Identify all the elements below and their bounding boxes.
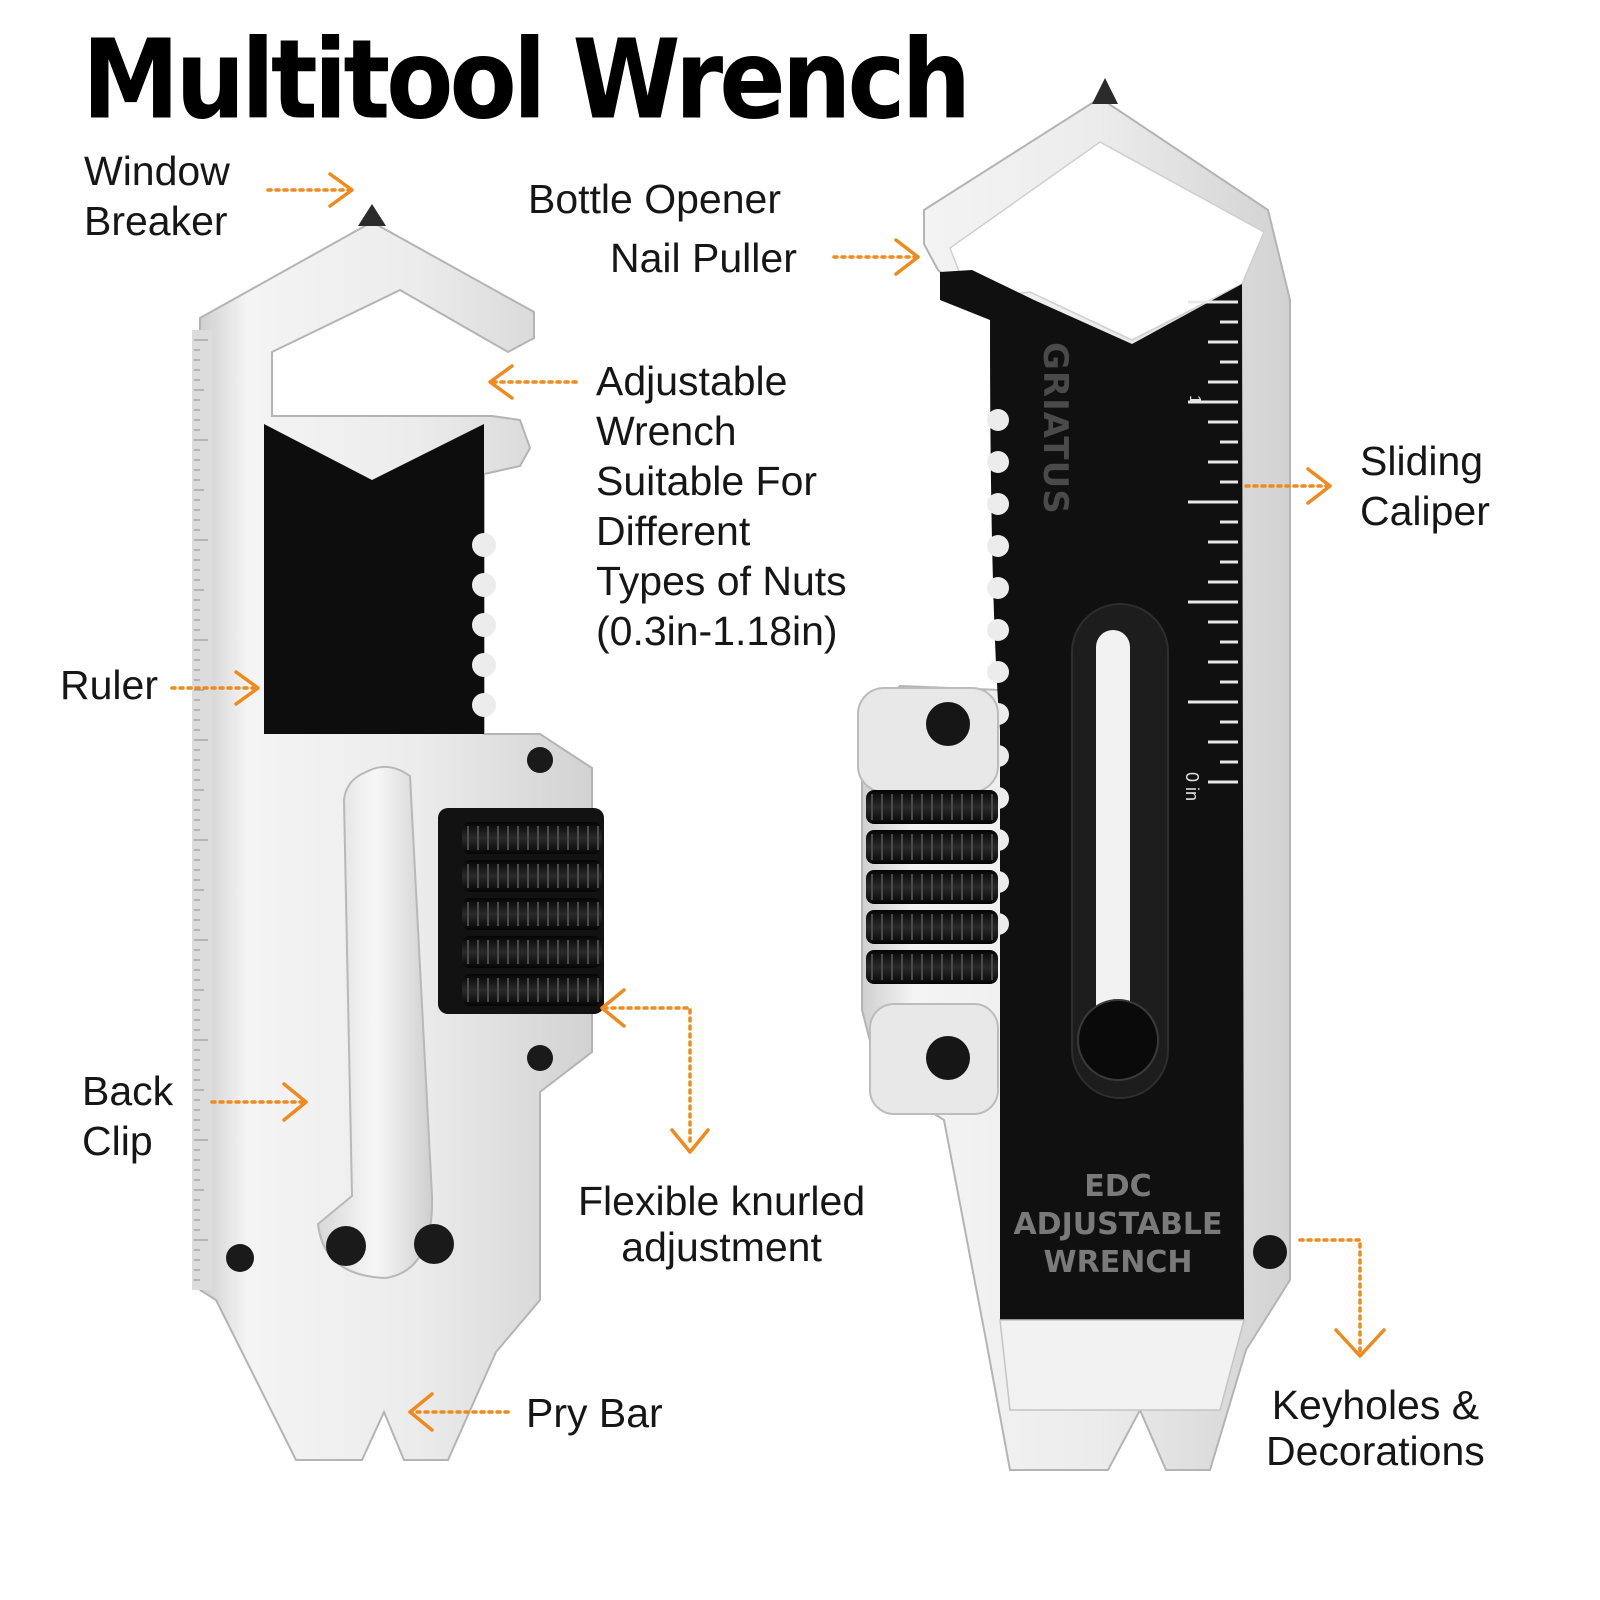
knurl-ring	[462, 936, 602, 968]
jaw-tooth	[472, 693, 496, 717]
housing-screw	[926, 702, 970, 746]
body-screw	[527, 1045, 553, 1071]
housing-screw	[926, 1036, 970, 1080]
right-knurl-housing	[857, 687, 999, 793]
arrow-nail-puller	[832, 238, 920, 276]
clip-screw	[326, 1226, 366, 1266]
right-window-breaker-tip	[1092, 78, 1118, 104]
jaw-tooth	[987, 493, 1009, 515]
right-ruler-ticks	[1188, 300, 1238, 784]
plate-engraving-line: WRENCH	[1044, 1245, 1193, 1280]
arrow-back-clip	[210, 1082, 308, 1122]
label-bottle-opener: Bottle Opener	[528, 176, 781, 222]
knurl-ring	[462, 898, 602, 930]
plate-engraving-line: ADJUSTABLE	[1013, 1207, 1222, 1242]
label-nail-puller: Nail Puller	[610, 235, 797, 281]
jaw-tooth	[987, 619, 1009, 641]
left-keyhole	[226, 1244, 254, 1272]
right-wrench-tool: 1 0 in GRIATUS EDC ADJUSTABLE WRENCH	[857, 78, 1291, 1471]
back-clip	[316, 765, 434, 1280]
jaw-tooth	[472, 533, 496, 557]
plate-engraving-line: EDC	[1084, 1169, 1151, 1204]
ruler-mark-zero: 0 in	[1182, 772, 1202, 801]
label-back-clip: Back Clip	[82, 1068, 174, 1164]
left-ruler-ticks	[194, 339, 208, 1281]
brand-engraving: GRIATUS	[1035, 342, 1075, 515]
arrow-ruler	[170, 670, 260, 706]
jaw-tooth	[987, 409, 1009, 431]
arrow-keyholes	[1298, 1238, 1386, 1358]
arrow-adjustable-wrench	[488, 364, 578, 400]
jaw-tooth	[472, 573, 496, 597]
label-window-breaker: Window Breaker	[84, 148, 230, 244]
jaw-tooth	[987, 535, 1009, 557]
arrow-knurled-adjustment	[600, 988, 710, 1154]
right-knurled-wheel	[866, 790, 998, 984]
label-keyholes: Keyholes & Decorations	[1266, 1382, 1485, 1474]
ruler-mark-one: 1	[1186, 395, 1203, 404]
right-bottom-bevel	[999, 1319, 1245, 1411]
knurl-ring	[462, 974, 602, 1006]
jaw-tooth	[987, 661, 1009, 683]
body-screw	[527, 747, 553, 773]
clip-screw	[414, 1224, 454, 1264]
caliper-slider	[1096, 630, 1130, 1034]
arrow-pry-bar	[408, 1392, 510, 1432]
left-jaw-plate	[264, 424, 484, 734]
jaw-tooth	[987, 451, 1009, 473]
label-pry-bar: Pry Bar	[526, 1390, 663, 1436]
left-wrench-tool	[192, 204, 604, 1461]
arrow-sliding-caliper	[1244, 467, 1332, 505]
label-sliding-caliper: Sliding Caliper	[1360, 438, 1490, 534]
arrow-window-breaker	[266, 172, 354, 208]
right-keyhole	[1253, 1235, 1287, 1269]
label-knurled-adjustment: Flexible knurled adjustment	[578, 1178, 866, 1270]
page-title: Multitool Wrench	[82, 16, 971, 145]
label-ruler: Ruler	[60, 662, 158, 708]
caliper-screw	[1077, 999, 1159, 1081]
jaw-tooth	[987, 577, 1009, 599]
knurl-ring	[462, 860, 602, 892]
jaw-tooth	[472, 613, 496, 637]
label-adjustable-wrench: Adjustable Wrench Suitable For Different…	[596, 358, 847, 654]
left-window-breaker-tip	[358, 204, 386, 226]
left-knurled-wheel	[462, 822, 602, 1006]
knurl-ring	[462, 822, 602, 854]
jaw-tooth	[472, 653, 496, 677]
